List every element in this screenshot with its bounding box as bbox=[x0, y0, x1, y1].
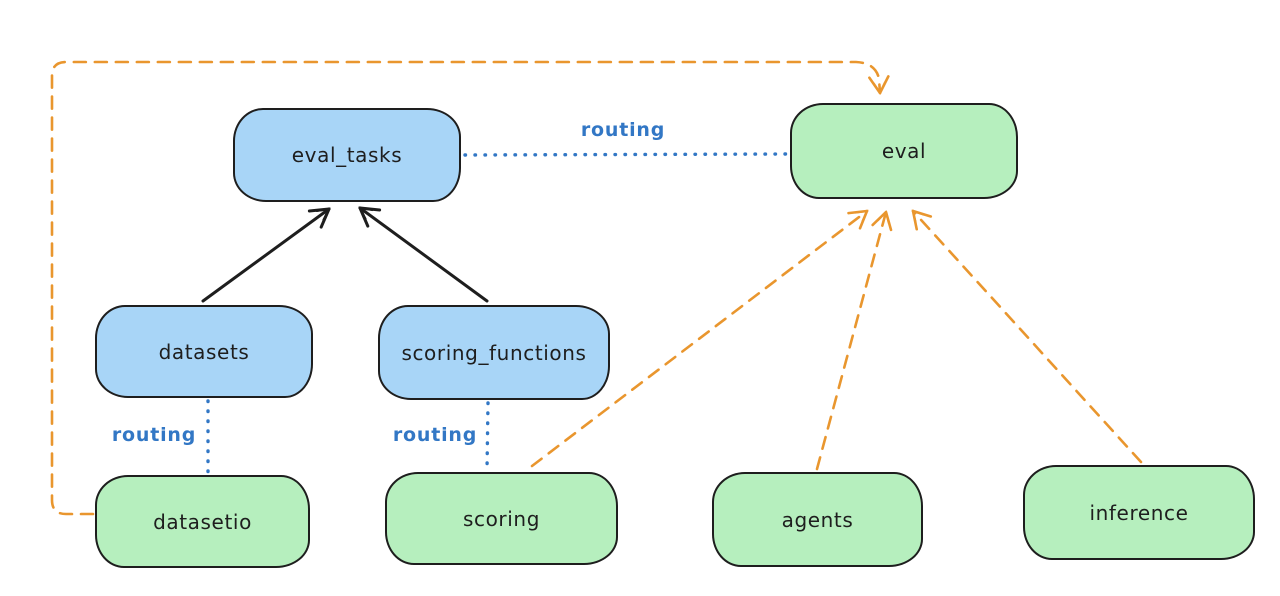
node-agents: agents bbox=[712, 472, 923, 567]
routing-label-datasets-datasetio: routing bbox=[111, 424, 197, 446]
node-eval-label: eval bbox=[881, 139, 927, 163]
node-scoring-functions-label: scoring_functions bbox=[401, 340, 587, 365]
node-datasetio: datasetio bbox=[95, 475, 310, 568]
edge-scoring-to-eval-dashed bbox=[530, 209, 869, 468]
edge-inference-to-eval-dashed bbox=[911, 209, 1143, 464]
node-scoring-label: scoring bbox=[462, 506, 540, 531]
node-eval: eval bbox=[790, 103, 1018, 199]
edge-scoring-functions-to-eval-tasks bbox=[358, 206, 489, 303]
node-inference: inference bbox=[1023, 465, 1255, 560]
node-eval-tasks: eval_tasks bbox=[233, 108, 461, 202]
edge-scoring-functions-to-scoring-dotted bbox=[485, 401, 490, 472]
routing-label-scoring-functions-scoring: routing bbox=[392, 424, 478, 446]
edge-datasets-to-eval-tasks bbox=[201, 207, 331, 303]
node-agents-label: agents bbox=[781, 507, 854, 532]
edge-datasetio-to-eval-dashed bbox=[50, 60, 890, 516]
routing-label-eval-tasks-eval: routing bbox=[580, 119, 666, 141]
edge-agents-to-eval-dashed bbox=[815, 210, 893, 471]
node-scoring: scoring bbox=[385, 472, 618, 565]
node-scoring-functions: scoring_functions bbox=[378, 305, 610, 400]
node-datasets-label: datasets bbox=[158, 339, 250, 364]
node-eval-tasks-label: eval_tasks bbox=[291, 143, 403, 167]
node-datasetio-label: datasetio bbox=[153, 509, 252, 534]
node-datasets: datasets bbox=[95, 305, 313, 398]
node-inference-label: inference bbox=[1089, 500, 1189, 525]
edge-eval-tasks-to-eval-dotted bbox=[463, 152, 788, 157]
